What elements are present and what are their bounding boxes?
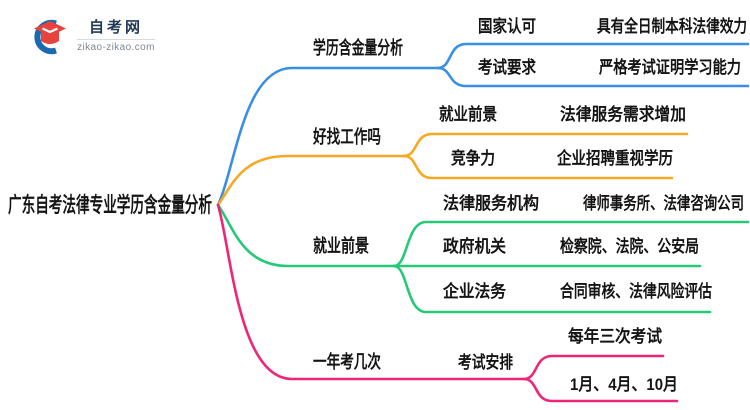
branch-3-child-1-detail: 律师事务所、法律咨询公司 [582,193,744,213]
branch-3-child-1-label: 法律服务机构 [443,193,539,213]
branch-1-child-2-detail: 严格考试证明学习能力 [599,57,741,77]
branch-2-child-1-detail: 法律服务需求增加 [560,104,686,124]
branch-1-label: 学历含金量分析 [313,37,403,58]
branch-3-label: 就业前景 [313,235,369,256]
branch-1-child-1-detail: 具有全日制本科法律效力 [596,16,747,36]
root-node-label: 广东自考法律专业学历含金量分析 [8,193,212,217]
branch-1-child-2-line [436,66,750,88]
logo-divider [77,39,155,41]
branch-3-child-3-detail: 合同审核、法律风险评估 [560,281,712,301]
branch-2-child-1-line [402,132,689,158]
branch-4-grandchild-2-label: 1月、4月、10月 [570,375,678,394]
branch-4-child-1-label: 考试安排 [457,352,513,372]
logo-cap-chevron-shape [42,27,58,34]
branch-4-grandchild-2-line [522,377,679,403]
branch-2-child-1-label: 就业前景 [439,104,497,124]
branch-3-child-3-line [392,264,712,314]
zikao-logo-icon [34,19,66,55]
branch-2-child-2-label: 竞争力 [451,148,495,168]
branch-3-trunk-line [216,203,396,268]
branch-2-label: 好找工作吗 [312,126,381,147]
branch-2-trunk-line [216,154,406,207]
branch-1-child-1-line [436,42,750,70]
branch-3-child-1-line [392,220,750,268]
branch-3-child-2-label: 政府机关 [443,236,506,256]
branch-4-label: 一年考几次 [313,351,381,372]
branch-1-child-1-label: 国家认可 [478,16,536,36]
branch-2-child-2-line [402,154,674,180]
branch-4-trunk-line [216,203,526,381]
branch-3-child-3-label: 企业法务 [442,281,507,301]
branch-4-grandchild-1-label: 每年三次考试 [568,326,662,346]
branch-3-child-2-detail: 检察院、法院、公安局 [560,236,699,256]
logo-title: 自考网 [88,18,143,36]
logo-domain: zikao-zikao.com [77,42,155,54]
site-logo: 自考网 zikao-zikao.com [29,16,155,56]
branch-1-trunk-line [216,66,440,207]
branch-2-child-2-detail: 企业招聘重视学历 [556,148,673,168]
logo-cap-body-shape [41,31,59,44]
branch-4-grandchild-1-line [522,354,665,381]
logo-text-block: 自考网 zikao-zikao.com [77,18,155,54]
branch-1-child-2-label: 考试要求 [477,57,536,77]
